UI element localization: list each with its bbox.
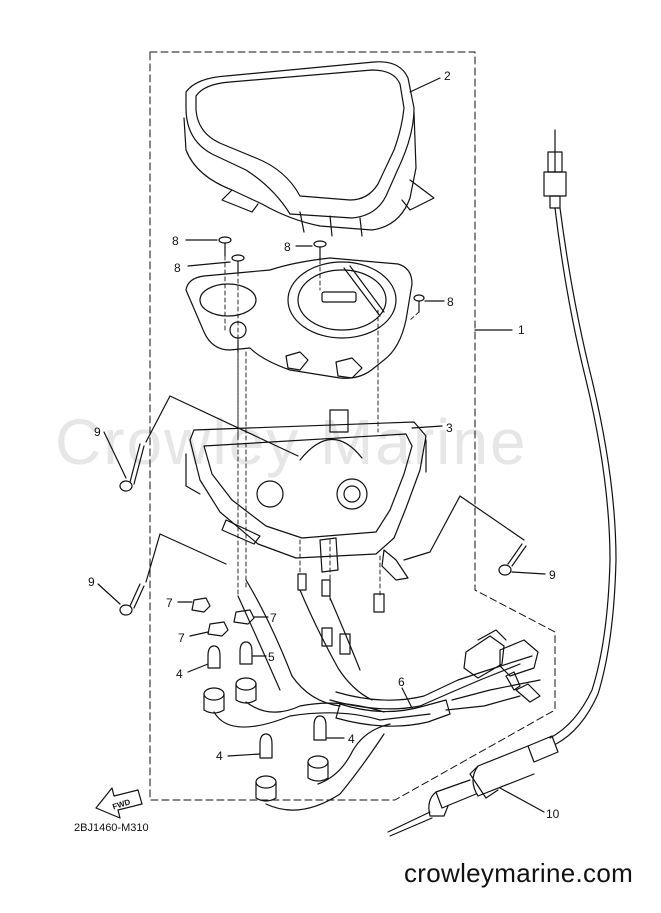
nut-7a: [191, 597, 211, 613]
bulb-4a: [207, 645, 221, 669]
bulb-4b: [313, 715, 327, 741]
leader-4c: [227, 753, 261, 757]
leader-9c: [511, 571, 546, 575]
screw-9b: [119, 583, 145, 616]
screw-8b: [313, 240, 327, 261]
callout-7b: 7: [270, 611, 277, 625]
harness-sleeve: [335, 699, 451, 727]
screw-8d: [413, 294, 425, 313]
callout-8b: 8: [284, 240, 291, 254]
leader-9a-bracket: [145, 395, 299, 457]
callout-9a: 9: [94, 425, 101, 439]
callout-9c: 9: [549, 568, 556, 582]
bulb-5: [239, 641, 253, 665]
callout-1: 1: [518, 323, 525, 337]
alignment-lines: [224, 255, 420, 601]
nut-7b: [233, 609, 255, 625]
leader-3: [411, 425, 443, 429]
leader-2: [409, 77, 441, 93]
callout-4c: 4: [216, 749, 223, 763]
fwd-arrow-icon: [95, 787, 143, 819]
screw-9c: [498, 543, 527, 576]
callout-4a: 4: [176, 667, 183, 681]
bulb-sockets: [203, 677, 329, 802]
leader-9b-bracket: [145, 533, 227, 583]
callout-3: 3: [446, 421, 453, 435]
callout-9b: 9: [88, 575, 95, 589]
bulb-4c: [259, 733, 273, 759]
leader-7c: [189, 631, 209, 637]
meter-cover: [183, 61, 435, 237]
callout-8c: 8: [174, 261, 181, 275]
callout-2: 2: [444, 69, 451, 83]
leader-6: [401, 687, 413, 709]
drawing-code: 2BJ1460-M310: [74, 822, 149, 834]
callout-8a: 8: [172, 234, 179, 248]
screw-9a: [119, 443, 145, 492]
assembly-boundary: [149, 51, 556, 801]
leader-10: [499, 787, 545, 813]
leader-9b: [97, 583, 121, 605]
leader-4a: [187, 663, 209, 673]
speedometer-cable: [387, 129, 617, 837]
wire-harness: [213, 579, 541, 811]
screw-8a: [218, 236, 232, 257]
callout-6: 6: [398, 675, 405, 689]
meter-case: [185, 409, 427, 581]
leader-8c: [187, 261, 231, 267]
watermark-text: Crowley Marine: [55, 406, 528, 478]
callout-7a: 7: [166, 596, 173, 610]
callout-10: 10: [546, 807, 560, 821]
leader-9a: [103, 431, 127, 479]
callout-5: 5: [268, 650, 275, 664]
terminal-screws: [297, 573, 385, 655]
screw-8c: [231, 254, 245, 273]
site-url: crowleymarine.com: [404, 858, 634, 888]
callout-8d: 8: [447, 295, 454, 309]
leader-9c-bracket: [403, 495, 525, 561]
callout-7c: 7: [178, 631, 185, 645]
nut-7c: [207, 621, 229, 637]
callout-4b: 4: [348, 732, 355, 746]
connectors: [463, 629, 541, 703]
